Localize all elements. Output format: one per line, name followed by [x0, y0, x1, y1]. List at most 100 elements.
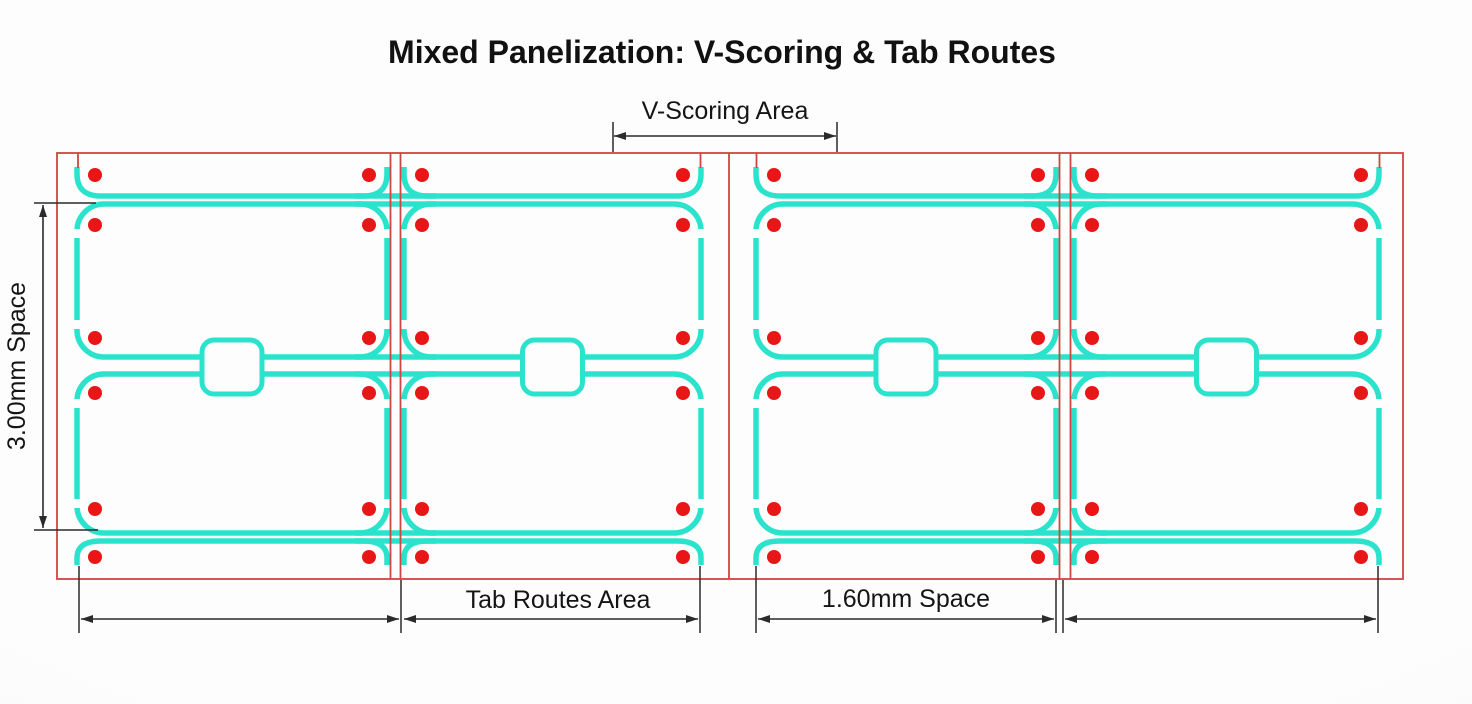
tooling-hole — [415, 218, 429, 232]
tooling-hole — [767, 550, 781, 564]
mouse-bite-gap — [1069, 320, 1079, 329]
mouse-bite-gap — [696, 320, 706, 329]
mouse-bite-gap — [1051, 499, 1061, 508]
mouse-bite-gap — [72, 499, 82, 508]
tooling-hole — [88, 550, 102, 564]
tooling-hole — [676, 168, 690, 182]
tab-routes-area-label: Tab Routes Area — [466, 586, 651, 614]
mouse-bite-gap — [399, 399, 409, 408]
board-edge-bottom-rail — [401, 538, 704, 565]
tooling-hole — [1085, 331, 1099, 345]
board-edge-top-rail — [1071, 167, 1382, 199]
tooling-hole — [676, 331, 690, 345]
tooling-hole — [362, 331, 376, 345]
board-column — [1069, 167, 1384, 565]
board-edge-bottom-rail — [753, 538, 1059, 565]
board-edge-bottom-rail — [74, 538, 390, 565]
tab-connector — [873, 337, 939, 397]
board-column — [751, 167, 1061, 565]
board-edge-bottom-rail — [1071, 538, 1382, 565]
tooling-hole — [676, 550, 690, 564]
mouse-bite-gap — [696, 399, 706, 408]
mouse-bite-gap — [1374, 399, 1384, 408]
tooling-hole — [88, 502, 102, 516]
pcb-board-outline — [74, 371, 390, 536]
tooling-hole — [1031, 168, 1045, 182]
tooling-hole — [1354, 168, 1368, 182]
tooling-hole — [415, 331, 429, 345]
mouse-bite-gap — [382, 399, 392, 408]
mouse-bite-gap — [751, 499, 761, 508]
tooling-hole — [676, 386, 690, 400]
tooling-hole — [362, 168, 376, 182]
extension-lines-v-scoring — [612, 122, 838, 152]
board-edge-top-rail — [74, 167, 390, 199]
tooling-hole — [1085, 168, 1099, 182]
tooling-hole — [1354, 386, 1368, 400]
pcb-board-outline — [401, 201, 704, 360]
tooling-hole — [88, 168, 102, 182]
tooling-hole — [415, 550, 429, 564]
mouse-bite-gap — [696, 229, 706, 238]
board-edge-top-rail — [401, 167, 704, 199]
tooling-hole — [88, 218, 102, 232]
pcb-board-outline — [1071, 201, 1382, 360]
pcb-board-outline — [401, 371, 704, 536]
tooling-hole — [767, 218, 781, 232]
board-edge-top-rail — [753, 167, 1059, 199]
mouse-bite-gap — [751, 229, 761, 238]
mouse-bite-gap — [382, 499, 392, 508]
mouse-bite-gap — [751, 320, 761, 329]
tooling-hole — [1085, 502, 1099, 516]
tab-connector — [199, 337, 265, 397]
row-space-label: 3.00mm Space — [3, 282, 31, 450]
board-column — [399, 167, 706, 565]
pcb-board-outline — [753, 371, 1059, 536]
tooling-hole — [1354, 502, 1368, 516]
mouse-bite-gap — [399, 320, 409, 329]
tooling-hole — [1031, 218, 1045, 232]
tooling-hole — [362, 550, 376, 564]
board-edge-bridges — [355, 193, 1106, 544]
pcb-board-outline — [74, 201, 390, 360]
tooling-hole — [767, 168, 781, 182]
mouse-bite-gap — [72, 229, 82, 238]
mouse-bite-gap — [1069, 229, 1079, 238]
mouse-bite-gap — [399, 499, 409, 508]
tooling-hole — [1031, 550, 1045, 564]
tooling-hole — [1031, 386, 1045, 400]
mouse-bite-gap — [1069, 499, 1079, 508]
tooling-hole — [1354, 218, 1368, 232]
mouse-bite-gap — [72, 399, 82, 408]
tooling-hole — [88, 386, 102, 400]
mouse-bite-gap — [1374, 320, 1384, 329]
v-scoring-area-label: V-Scoring Area — [642, 97, 809, 125]
panel-outline-rect — [56, 152, 1404, 580]
tooling-hole — [415, 168, 429, 182]
mouse-bite-gap — [1374, 229, 1384, 238]
mouse-bite-gap — [399, 229, 409, 238]
tooling-hole — [1085, 550, 1099, 564]
board-column — [72, 167, 392, 565]
tooling-hole — [88, 331, 102, 345]
tooling-hole — [415, 502, 429, 516]
tab-connector — [520, 337, 585, 397]
mouse-bite-gap — [382, 320, 392, 329]
tooling-hole — [415, 386, 429, 400]
mouse-bite-gap — [1051, 320, 1061, 329]
tooling-hole — [1354, 550, 1368, 564]
mouse-bite-gap — [72, 320, 82, 329]
tooling-hole — [767, 502, 781, 516]
extension-lines-bottom — [78, 566, 1379, 633]
pcb-board-outline — [1071, 371, 1382, 536]
mouse-bite-gap — [1374, 499, 1384, 508]
mouse-bite-gap — [696, 499, 706, 508]
pcb-boards — [72, 167, 1384, 565]
mouse-bite-gap — [1051, 229, 1061, 238]
tooling-hole — [362, 502, 376, 516]
tooling-hole — [767, 331, 781, 345]
mouse-bite-gap — [382, 229, 392, 238]
tooling-hole — [362, 386, 376, 400]
tooling-hole — [767, 386, 781, 400]
tooling-hole — [1085, 386, 1099, 400]
